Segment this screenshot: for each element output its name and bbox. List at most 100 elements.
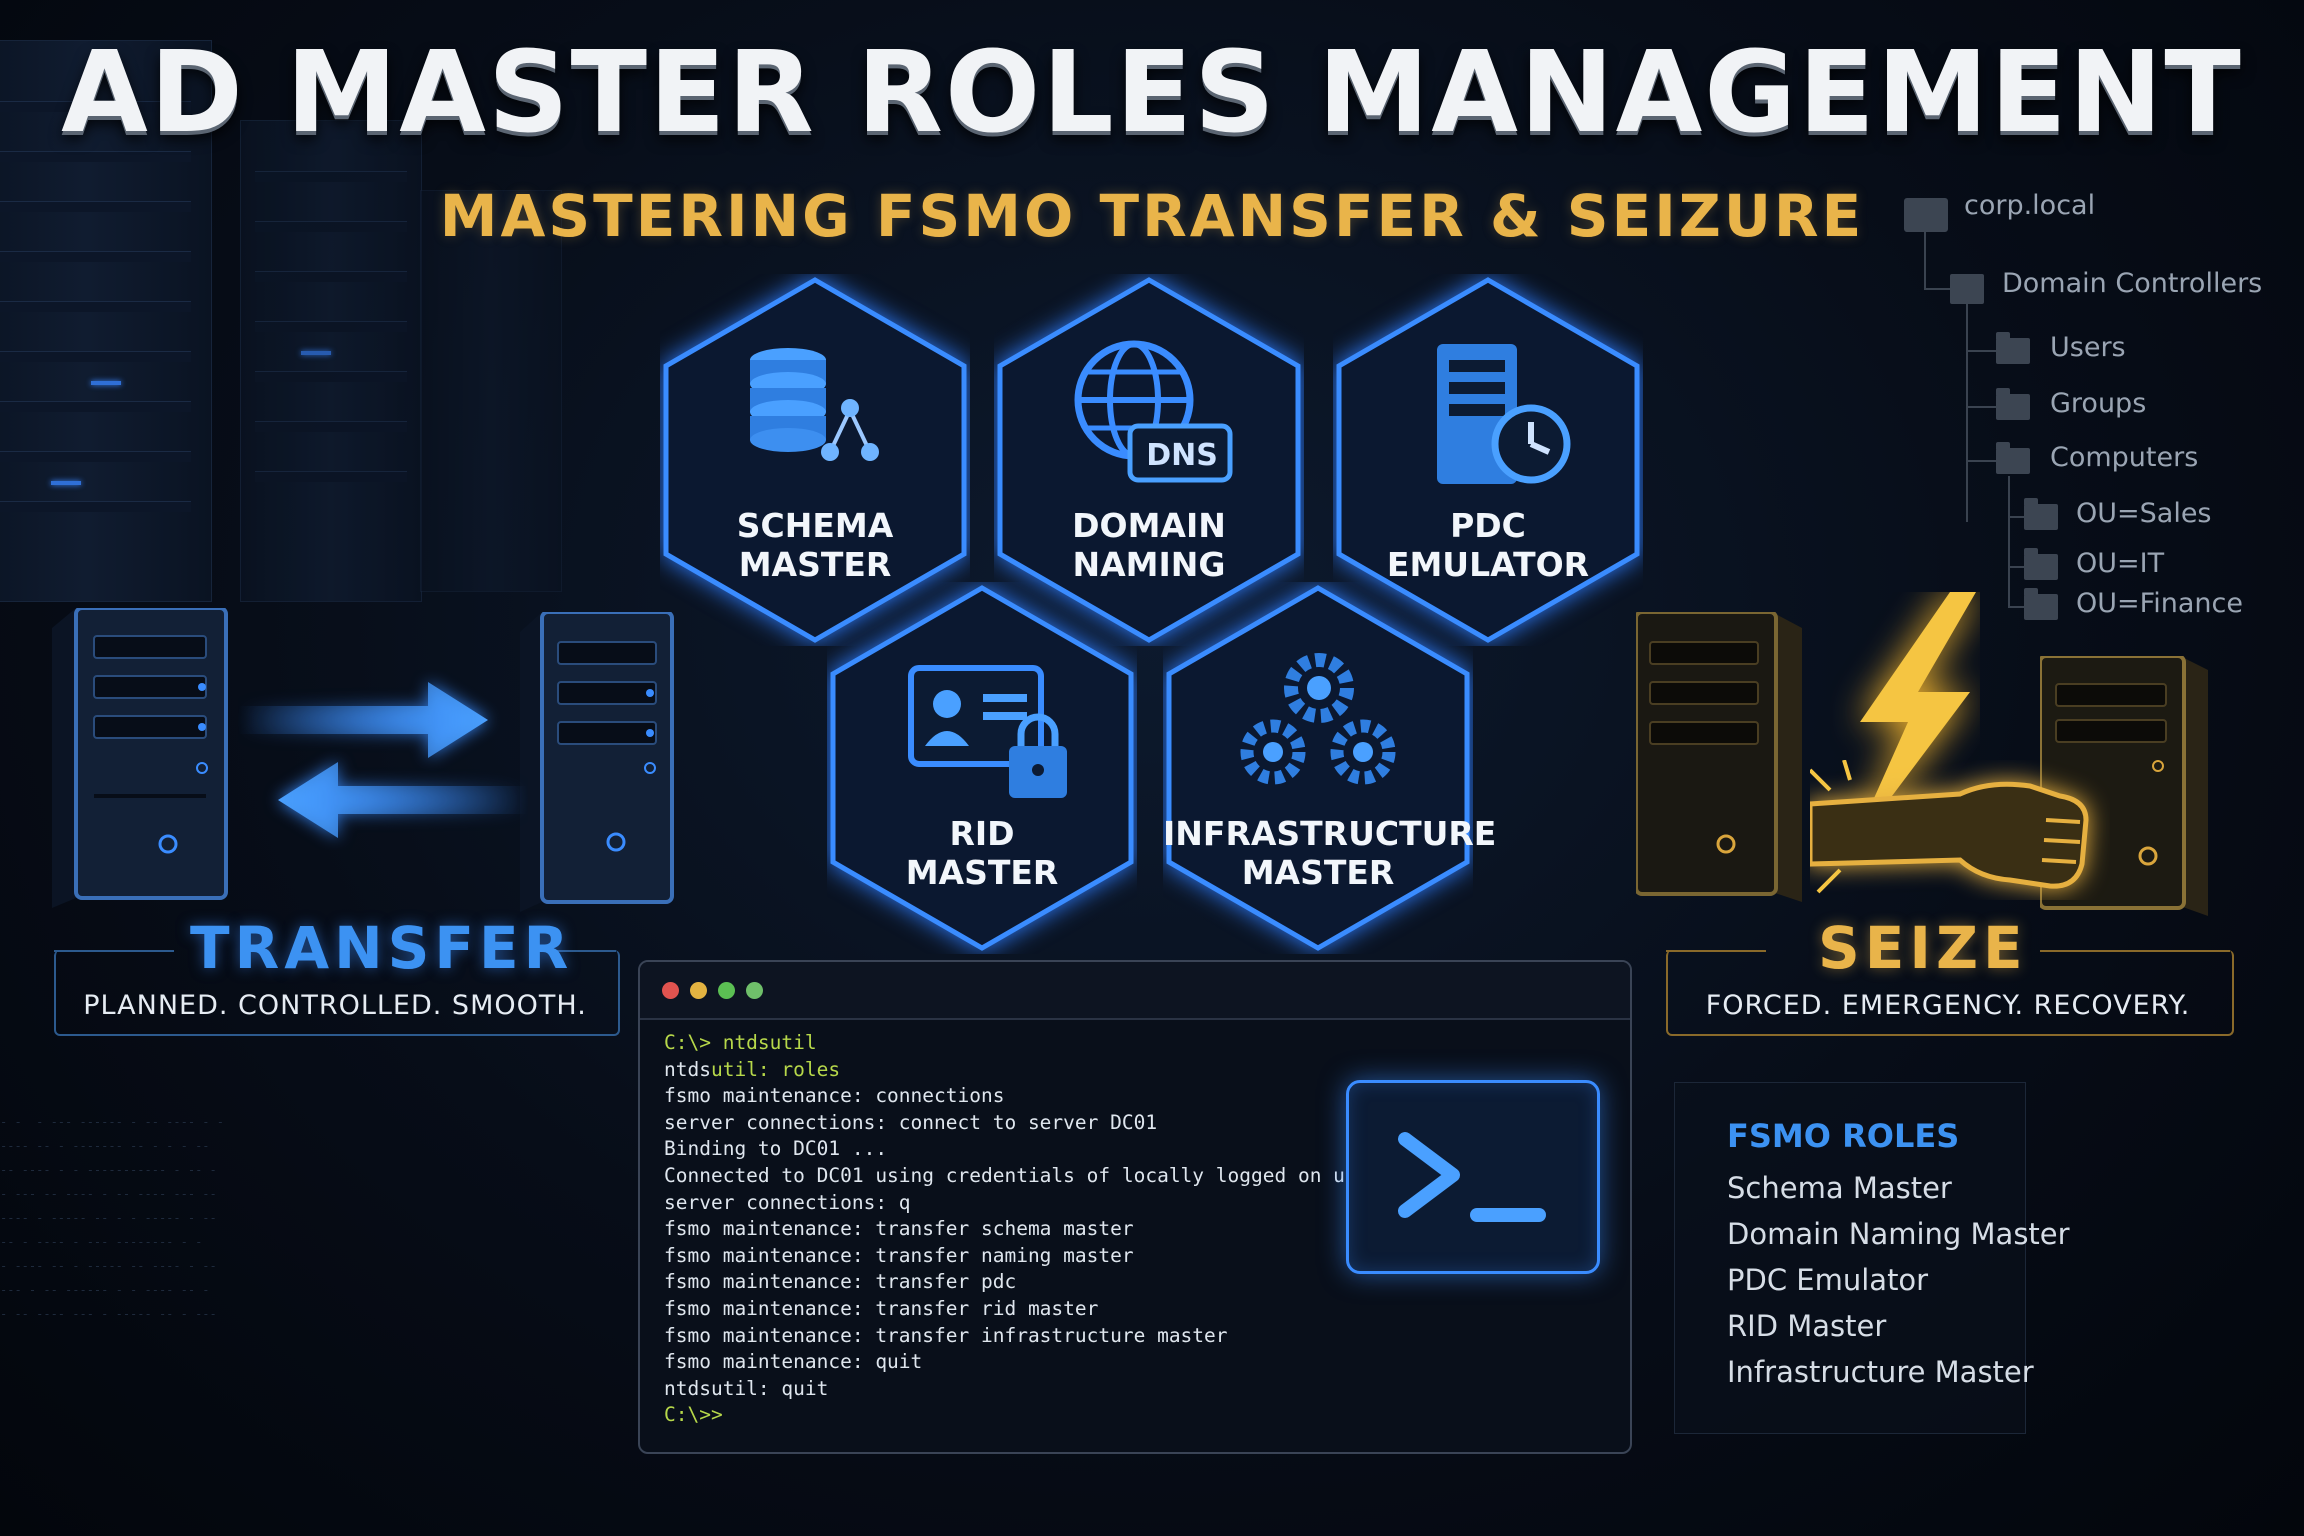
page-title: AD MASTER ROLES MANAGEMENT: [61, 28, 2243, 158]
background-rack-left: [0, 40, 212, 602]
hex-label-line2: EMULATOR: [1386, 545, 1590, 584]
terminal-line-text: fsmo maintenance: transfer infrastructur…: [664, 1323, 1228, 1347]
terminal-line: server connections: connect to server DC…: [664, 1110, 1392, 1137]
page-subtitle: MASTERING FSMO TRANSFER & SEIZURE: [439, 182, 1865, 250]
fsmo-roles-heading: FSMO ROLES: [1727, 1117, 1960, 1155]
seize-tagline: FORCED. EMERGENCY. RECOVERY.: [1705, 990, 2191, 1021]
database-network-icon: [750, 348, 879, 461]
fsmo-roles-panel: FSMO ROLES Schema Master Domain Naming M…: [1674, 1082, 2070, 1434]
transfer-panel-top-right: [536, 950, 616, 952]
hex-infrastructure-master: INFRASTRUCTURE MASTER: [1163, 582, 1497, 954]
terminal-line: fsmo maintenance: quit: [664, 1349, 1392, 1376]
hex-frame: [663, 277, 967, 643]
ad-tree: corp.local Domain Controllers Users Grou…: [1900, 186, 2280, 646]
source-server-icon: [52, 608, 228, 908]
tree-item-domain-controllers[interactable]: Domain Controllers: [2002, 268, 2263, 299]
tree-item-ou-sales[interactable]: OU=Sales: [2076, 498, 2212, 529]
folder-icon: [2024, 548, 2058, 580]
tree-line: [2008, 516, 2024, 518]
tree-item-computers[interactable]: Computers: [2050, 442, 2199, 473]
seize-panel: [1666, 950, 2234, 1036]
folder-icon: [1996, 332, 2030, 364]
maximize-dot-icon[interactable]: [718, 982, 735, 999]
terminal-line-text: ntds: [664, 1057, 711, 1081]
tree-line: [2008, 606, 2024, 608]
role-item: PDC Emulator: [1727, 1263, 1929, 1297]
tree-line: [1924, 232, 1926, 290]
gears-icon: [1240, 653, 1396, 785]
terminal-line-text: server connections: q: [664, 1190, 911, 1214]
tree-item-ou-it[interactable]: OU=IT: [2076, 548, 2165, 579]
terminal-title-bar: [640, 962, 1630, 1020]
seize-panel-top-left: [1666, 950, 1766, 952]
hex-schema-master: SCHEMA MASTER: [660, 274, 970, 646]
id-card-lock-icon: [908, 665, 1067, 798]
seize-panel-top-right: [2040, 950, 2230, 952]
background-code-texture: - - - --- ------ - -- ---- - - ---- -- -…: [0, 1115, 224, 1321]
hex-label-line1: INFRASTRUCTURE: [1163, 814, 1497, 853]
tree-root[interactable]: corp.local: [1964, 190, 2096, 221]
folder-icon: [1996, 388, 2030, 420]
tree-item-ou-finance[interactable]: OU=Finance: [2076, 588, 2243, 619]
terminal-line: server connections: q: [664, 1190, 1392, 1217]
terminal-line: fsmo maintenance: transfer pdc: [664, 1269, 1392, 1296]
tree-line: [1924, 288, 1950, 290]
terminal-line: fsmo maintenance: transfer infrastructur…: [664, 1323, 1392, 1350]
terminal-line-text: fsmo maintenance: transfer naming master: [664, 1243, 1134, 1267]
background-rack-far: [420, 190, 562, 592]
hex-label-line2: NAMING: [1072, 545, 1226, 584]
hex-label-line2: MASTER: [738, 545, 892, 584]
terminal-line: C:\> ntdsutil: [664, 1030, 1392, 1057]
lightning-bolt-icon: [1850, 592, 1976, 852]
dns-badge-label: DNS: [1146, 438, 1218, 473]
terminal-line-text: server connections: connect to server DC…: [664, 1110, 1158, 1134]
hex-rid-master: RID MASTER: [827, 582, 1137, 954]
terminal-line-text: ntdsutil: quit: [664, 1376, 829, 1400]
close-dot-icon[interactable]: [662, 982, 679, 999]
terminal-line-text: fsmo maintenance: transfer rid master: [664, 1296, 1099, 1320]
tree-line: [2008, 566, 2024, 568]
terminal-line: fsmo maintenance: transfer rid master: [664, 1296, 1392, 1323]
tree-line: [1966, 406, 1996, 408]
folder-icon: [2024, 498, 2058, 530]
transfer-tagline: PLANNED. CONTROLLED. SMOOTH.: [83, 990, 587, 1021]
minimize-dot-icon[interactable]: [690, 982, 707, 999]
hex-label-line1: DOMAIN: [1072, 506, 1226, 545]
role-item: Domain Naming Master: [1727, 1217, 2070, 1251]
hex-label-line2: MASTER: [905, 853, 1059, 892]
folder-icon: [1996, 442, 2030, 474]
terminal-line-highlight: util: roles: [710, 1057, 841, 1081]
terminal-line-text: fsmo maintenance: transfer pdc: [664, 1270, 1017, 1294]
transfer-panel-top-left: [54, 950, 174, 952]
globe-dns-icon: [1074, 340, 1233, 483]
tree-line: [2008, 476, 2010, 608]
transfer-panel: [54, 950, 620, 1036]
tree-line: [1966, 350, 1996, 352]
transfer-arrows-icon: [238, 682, 528, 838]
hex-label-line1: RID: [949, 814, 1015, 853]
role-item: Infrastructure Master: [1727, 1355, 2034, 1389]
terminal-line: ntdsutil: roles: [664, 1057, 1392, 1084]
role-item: RID Master: [1727, 1309, 1887, 1343]
target-server-icon: [520, 612, 674, 912]
folder-icon: [2024, 588, 2058, 620]
terminal-line: fsmo maintenance: transfer naming master: [664, 1243, 1392, 1270]
domain-root-icon: [1904, 198, 1948, 232]
failed-server-icon: [1636, 612, 1802, 902]
terminal-line-text: fsmo maintenance: quit: [664, 1350, 923, 1374]
tree-line: [1966, 304, 1968, 522]
terminal-line-text: Binding to DC01 ...: [664, 1137, 888, 1161]
grabbing-hand-icon: [1810, 760, 2089, 894]
hex-domain-naming: DNS DOMAIN NAMING: [994, 274, 1304, 646]
background-rack-mid: [240, 120, 422, 602]
server-clock-icon: [1437, 344, 1571, 484]
hex-pdc-emulator: PDC EMULATOR: [1333, 274, 1643, 646]
hex-frame: [1166, 585, 1470, 951]
terminal-line: Connected to DC01 using credentials of l…: [664, 1163, 1392, 1190]
extra-dot-icon: [746, 982, 763, 999]
tree-item-users[interactable]: Users: [2050, 332, 2126, 363]
tree-item-groups[interactable]: Groups: [2050, 388, 2147, 419]
hex-label-line1: PDC: [1450, 506, 1526, 545]
